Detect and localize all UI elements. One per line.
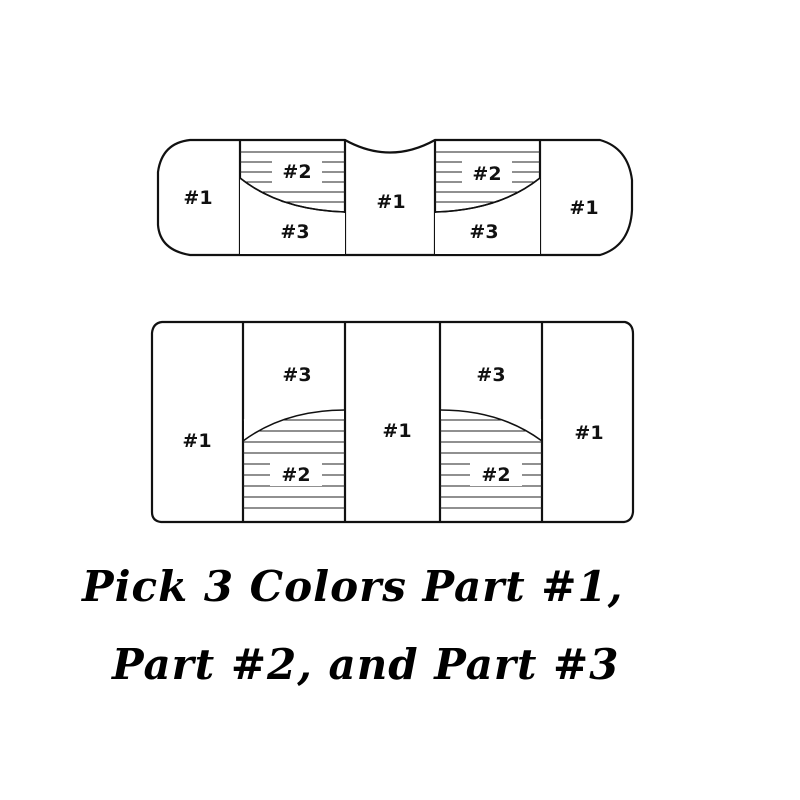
top-label-section-5: #1	[569, 197, 598, 219]
bottom-label-section-4-lower: #2	[481, 464, 510, 486]
bottom-seat: #1 #3 #2 #1 #3 #2 #1	[150, 320, 635, 524]
bottom-label-section-5: #1	[574, 422, 603, 444]
top-label-section-2-lower: #3	[280, 221, 309, 243]
top-label-section-2-upper: #2	[282, 161, 311, 183]
top-label-section-4-upper: #2	[472, 163, 501, 185]
top-seat: #1 #2 #3 #1 #2 #3 #1	[156, 138, 634, 257]
bottom-label-section-4-upper: #3	[476, 364, 505, 386]
bottom-label-section-3: #1	[382, 420, 411, 442]
top-label-section-1: #1	[183, 187, 212, 209]
caption-line-1: Pick 3 Colors Part #1,	[82, 562, 624, 611]
caption-line-2: Part #2, and Part #3	[112, 640, 620, 689]
bottom-label-section-2-upper: #3	[282, 364, 311, 386]
top-seat-outline	[156, 138, 634, 257]
bottom-seat-outline	[150, 320, 635, 524]
top-label-section-3: #1	[376, 191, 405, 213]
bottom-left-curve	[242, 409, 346, 442]
bottom-label-section-1: #1	[182, 430, 211, 452]
top-label-section-4-lower: #3	[469, 221, 498, 243]
bottom-right-curve	[439, 409, 543, 442]
bottom-label-section-2-lower: #2	[281, 464, 310, 486]
